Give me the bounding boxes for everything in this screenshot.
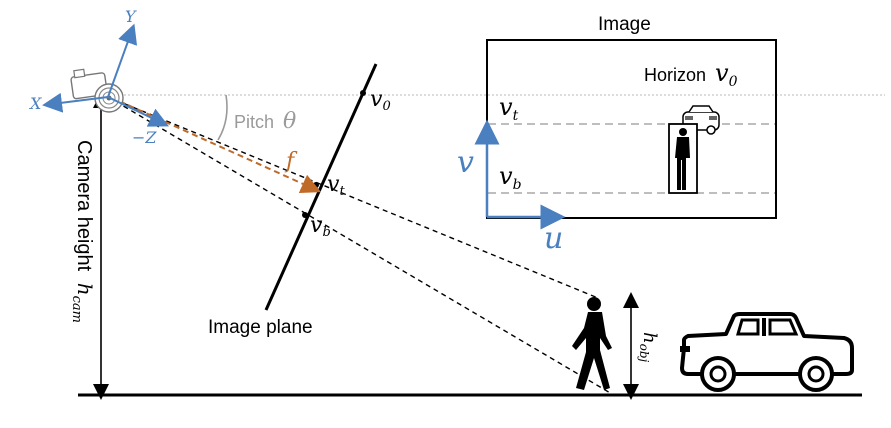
ray-bottom [107,96,613,395]
camera-y-axis [107,23,138,98]
pedestrian-icon [572,297,612,390]
camera-z-axis [107,96,170,127]
image-title: Image [598,14,651,35]
image-plane-line [264,63,378,311]
axis-z-label: −Z [132,128,157,147]
image-frame [486,39,777,219]
horizon-label: Horizon v0 [644,59,738,90]
car-icon [680,312,854,392]
camera-x-axis [42,92,109,113]
image-u-axis-label: u [544,221,563,256]
image-v-axis-label: v [457,145,474,180]
image-vt-label: vt [499,93,519,124]
plane-vt-label: vt [327,172,345,199]
focal-length-arrow [109,96,322,194]
pitch-label: Pitch θ [234,109,296,134]
pitch-arc [217,94,228,141]
focal-length-label: f [284,149,298,174]
ray-top [107,96,599,299]
plane-vb-label: vb [310,213,331,240]
axis-y-label: Y [125,7,137,26]
image-vb-label: vb [499,162,522,193]
object-height-label: hobj [637,332,660,363]
plane-v0-label: v0 [370,87,391,114]
image-plane-label: Image plane [208,317,313,338]
plane-vb-dot [302,212,308,218]
plane-v0-dot [360,90,366,96]
axis-x-label: X [28,94,42,113]
pedestrian-icon-small [675,128,690,190]
camera-height-label: Camera height hcam [69,140,97,323]
